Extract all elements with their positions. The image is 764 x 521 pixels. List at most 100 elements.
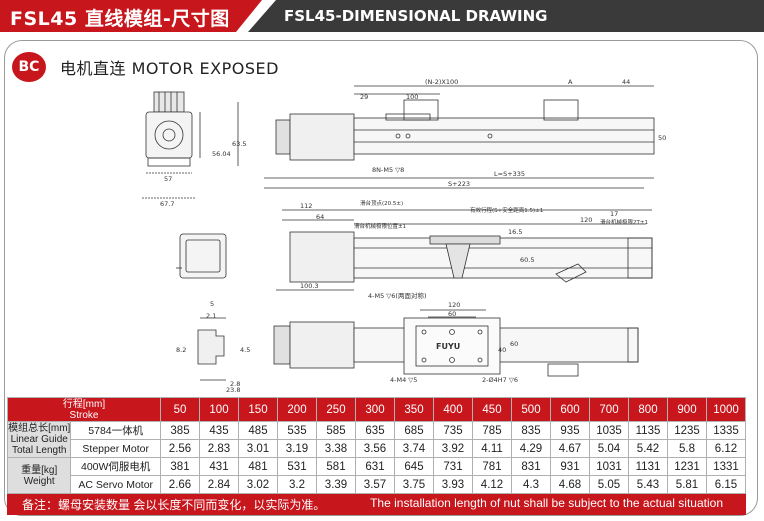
stepper-weight-row: Stepper Motor 2.56 2.83 3.01 3.19 3.38 3… — [8, 439, 746, 458]
dim-label: 44 — [622, 78, 630, 86]
weight-label-en: Weight — [23, 475, 55, 487]
dim-label: 100 — [406, 93, 418, 101]
dim-label: 2.1 — [206, 312, 216, 320]
stepper-motor-label-en: Stepper Motor — [70, 439, 161, 458]
table-cell: 3.2 — [277, 475, 317, 494]
motor-front-view — [142, 91, 239, 199]
dim-label: 17 — [610, 210, 618, 218]
table-cell: 5.43 — [628, 475, 668, 494]
dim-label: 60.5 — [520, 256, 534, 264]
table-cell: 6.15 — [706, 475, 746, 494]
header-right-banner: FSL45-DIMENSIONAL DRAWING — [248, 0, 764, 32]
stroke-cell: 1000 — [706, 397, 746, 422]
stroke-cell: 900 — [667, 397, 707, 422]
table-cell: 1035 — [589, 421, 629, 440]
dimensional-drawing: 29 100 (N-2)X100 A 44 50 63.5 56.04 57 6… — [142, 78, 666, 394]
drawing-dimension-labels: 29 100 (N-2)X100 A 44 50 63.5 56.04 57 6… — [160, 78, 666, 394]
dim-label: 4-M4 ▽5 — [390, 376, 417, 384]
table-cell: 835 — [511, 421, 551, 440]
table-cell: 1135 — [628, 421, 668, 440]
table-cell: 3.74 — [394, 439, 434, 458]
dim-label: 2-Ø4H7 ▽6 — [482, 376, 518, 384]
table-cell: 2.84 — [199, 475, 239, 494]
table-cell: 3.56 — [355, 439, 395, 458]
table-cell: 4.11 — [472, 439, 512, 458]
table-cell: 5.81 — [667, 475, 707, 494]
table-cell: 935 — [550, 421, 590, 440]
dim-label: A — [568, 78, 573, 86]
dim-label: 29 — [360, 93, 368, 101]
table-cell: 831 — [511, 457, 551, 476]
dim-label: 120 — [580, 216, 592, 224]
servo-motor-label-cn: 400W伺服电机 — [70, 457, 161, 476]
table-cell: 485 — [238, 421, 278, 440]
stroke-cell: 150 — [238, 397, 278, 422]
dim-label: 64 — [316, 213, 324, 221]
note-en: The installation length of nut shall be … — [370, 495, 723, 510]
stroke-cell: 700 — [589, 397, 629, 422]
table-cell: 5.8 — [667, 439, 707, 458]
dim-label: 8.2 — [176, 346, 186, 354]
note-cell: 备注：螺母安装数量 会以长度不同而变化，以实际为准。 The installat… — [7, 493, 746, 515]
header-right-title: FSL45-DIMENSIONAL DRAWING — [284, 7, 548, 25]
dim-label: 112 — [300, 202, 312, 210]
section-title: 电机直连 MOTOR EXPOSED — [60, 59, 279, 78]
stroke-row: 行程[mm] Stroke 50 100 150 200 250 300 350… — [7, 397, 746, 422]
stepper-length-row: 模组总长[mm] Linear Guide Total Length 5784一… — [6, 421, 746, 458]
table-cell: 2.66 — [160, 475, 200, 494]
length-label-cn: 模组总长[mm] — [8, 423, 71, 434]
stroke-cell: 800 — [628, 397, 668, 422]
stroke-cell: 100 — [199, 397, 239, 422]
table-cell: 3.92 — [433, 439, 473, 458]
table-cell: 1031 — [589, 457, 629, 476]
table-cell: 481 — [238, 457, 278, 476]
stroke-cell: 300 — [355, 397, 395, 422]
header-left-banner: FSL45 直线模组-尺寸图 — [0, 0, 262, 32]
table-cell: 3.57 — [355, 475, 395, 494]
table-cell: 731 — [433, 457, 473, 476]
dim-label: (N-2)X100 — [425, 78, 458, 86]
drawing-frame — [4, 40, 758, 516]
note-row: 备注：螺母安装数量 会以长度不同而变化，以实际为准。 The installat… — [7, 493, 746, 515]
dim-label: 67.7 — [160, 200, 174, 208]
carriage-logo: FUYU — [436, 342, 460, 351]
module-top-view — [275, 99, 655, 161]
weight-label: 重量[kg] Weight — [6, 457, 72, 494]
table-cell: 3.75 — [394, 475, 434, 494]
table-cell: 685 — [394, 421, 434, 440]
table-cell: 4.29 — [511, 439, 551, 458]
table-cell: 4.67 — [550, 439, 590, 458]
section-badge: BC — [12, 52, 46, 82]
slot-detail-view — [197, 317, 226, 381]
table-cell: 581 — [316, 457, 356, 476]
side-note: 滑台机械极限位置±1 — [354, 222, 406, 230]
dim-label: 56.04 — [212, 150, 231, 158]
stepper-motor-label-cn: 5784一体机 — [70, 421, 161, 440]
table-cell: 645 — [394, 457, 434, 476]
side-note: 有效行程(S+安全距离1.5)±1 — [470, 206, 543, 214]
side-note: 滑台顶点(20.5±) — [360, 199, 403, 207]
stroke-label-cn: 行程[mm] — [62, 398, 106, 410]
table-cell: 531 — [277, 457, 317, 476]
dim-label: 60 — [448, 310, 456, 318]
dim-label: 4.5 — [240, 346, 250, 354]
dim-label: 60 — [510, 340, 518, 348]
table-cell: 1231 — [667, 457, 707, 476]
table-cell: 1131 — [628, 457, 668, 476]
table-cell: 435 — [199, 421, 239, 440]
table-cell: 635 — [355, 421, 395, 440]
length-label-en2: Total Length — [11, 445, 67, 456]
table-cell: 3.19 — [277, 439, 317, 458]
dim-label: 5 — [210, 300, 214, 308]
table-cell: 585 — [316, 421, 356, 440]
table-cell: 1331 — [706, 457, 746, 476]
table-cell: 2.56 — [160, 439, 200, 458]
side-note: 滑台机械极限2T±1 — [600, 218, 648, 226]
servo-weight-row: AC Servo Motor 2.66 2.84 3.02 3.2 3.39 3… — [8, 475, 746, 494]
dim-label: 40 — [498, 346, 506, 354]
dim-label: 63.5 — [232, 140, 246, 148]
table-cell: 431 — [199, 457, 239, 476]
table-cell: 4.12 — [472, 475, 512, 494]
note-cn: 备注：螺母安装数量 会以长度不同而变化，以实际为准。 — [22, 497, 326, 512]
screw-label: 8N-M5 ▽8 — [372, 166, 404, 174]
